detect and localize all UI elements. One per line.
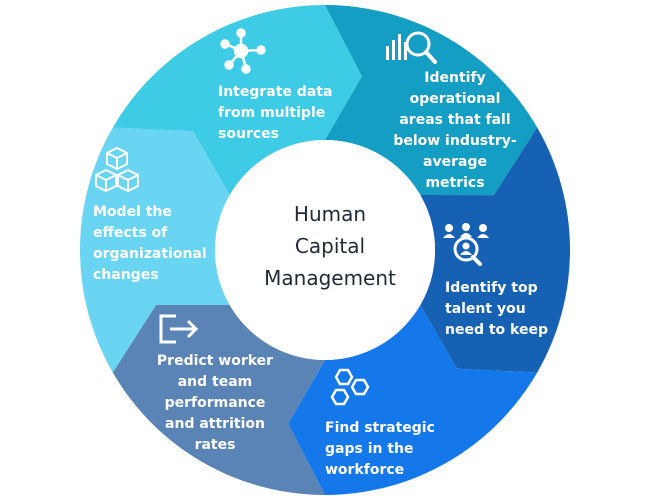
network-nodes-icon (220, 28, 266, 74)
exit-arrow-icon (159, 314, 199, 344)
bar-chart-search-icon (386, 31, 437, 64)
ring-segment-identify-operational (112, 5, 362, 195)
cycle-ring (79, 4, 571, 495)
hexagons-icon (330, 368, 370, 406)
talent-search-icon (443, 223, 489, 266)
center-title: Human Capital Management (264, 202, 396, 290)
stacked-cubes-icon (95, 146, 139, 193)
segment-label-predict: Predict worker and team performance and … (156, 353, 274, 453)
ring-segment-integrate (79, 127, 230, 373)
center-circle (215, 140, 435, 360)
segment-label-model: Model the effects of organizational chan… (93, 204, 207, 283)
segment-label-identify-talent: Identify top talent you need to keep (445, 280, 548, 338)
ring-segment-model (112, 304, 325, 495)
ring-segment-strategic-gaps (420, 127, 571, 373)
segment-label-strategic-gaps: Find strategic gaps in the workforce (325, 420, 435, 478)
ring-segment-identify-talent (325, 4, 538, 196)
ring-segment-predict (288, 305, 538, 495)
segment-label-identify-operational: Identify operational areas that fall bel… (393, 70, 517, 191)
segment-label-integrate: Integrate data from multiple sources (218, 84, 333, 142)
